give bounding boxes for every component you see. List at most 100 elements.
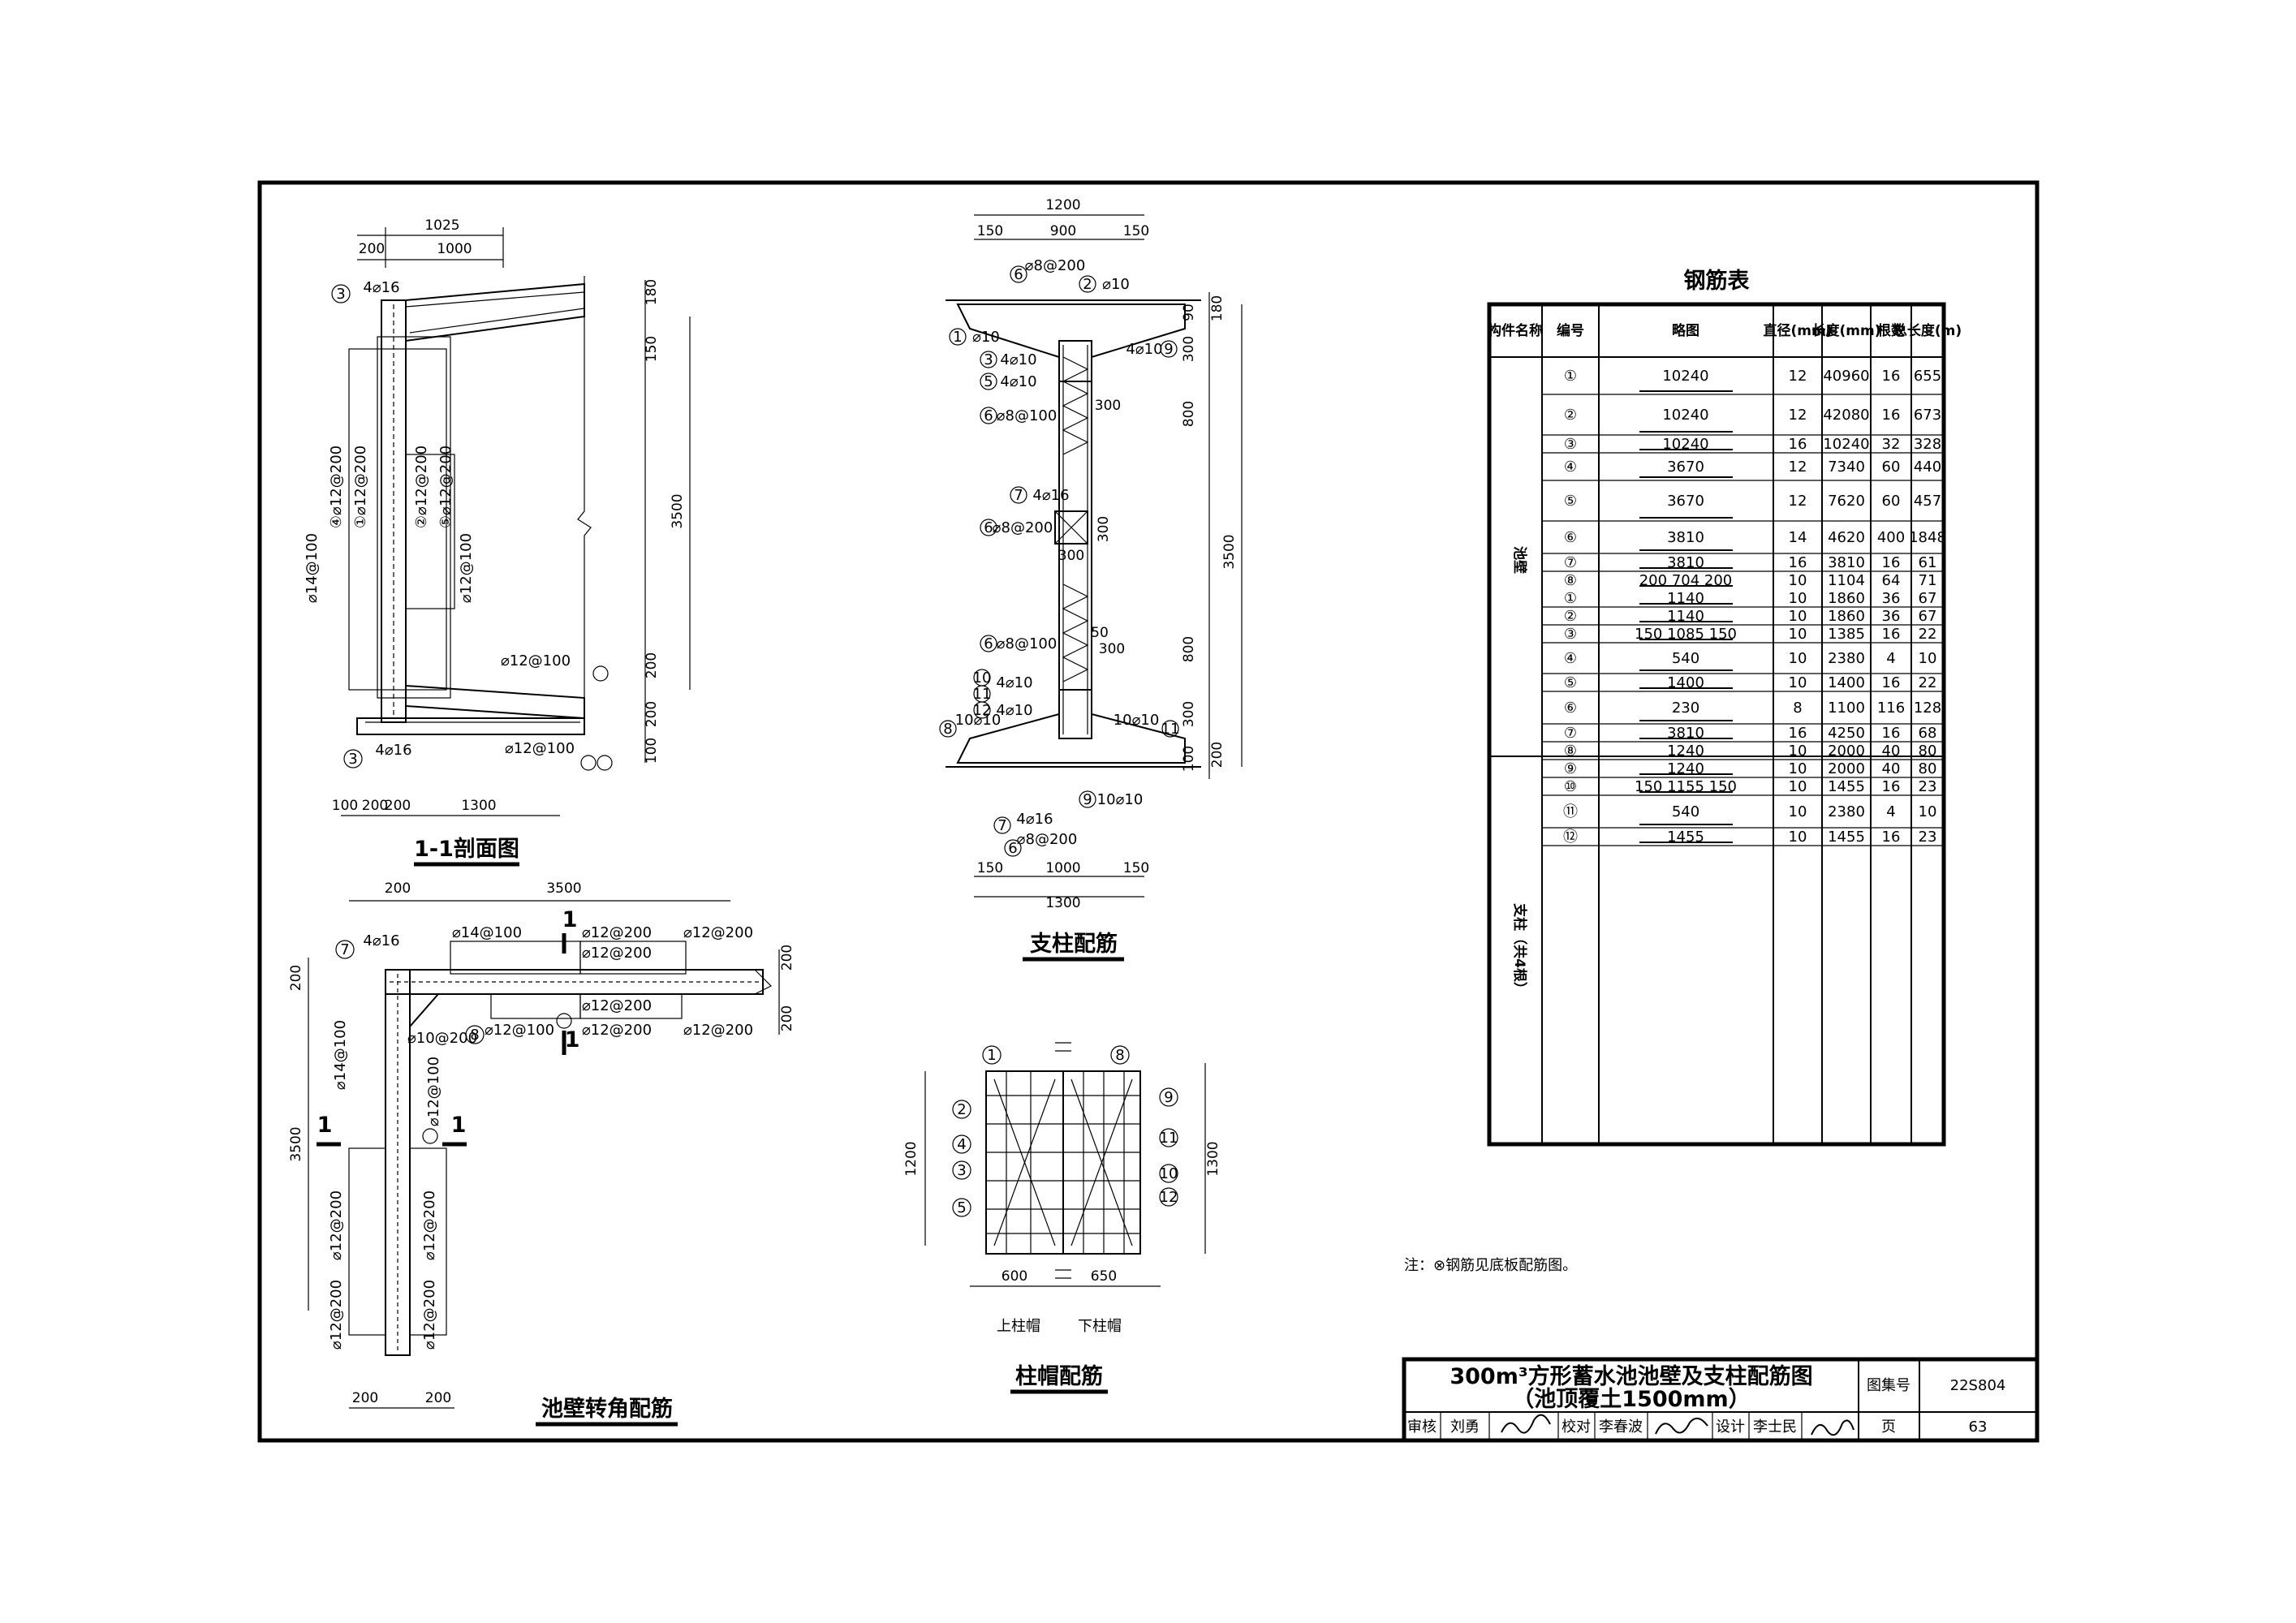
corner-label-14at100-v: ⌀14@100 [332,1020,349,1090]
label-4d16-top: 4⌀16 [363,279,399,296]
cell-sketch: 1240 [1667,760,1704,777]
cell-sketch: 150 1085 150 [1635,626,1737,643]
col-label-8at100-b: ⌀8@100 [997,635,1058,652]
check-label: 校对 [1562,1419,1591,1436]
cell-n: 36 [1882,590,1901,607]
corner-label-12at200-a: ⌀12@200 [582,924,652,941]
label-12at100: ⌀12@100 [458,533,475,603]
col-dim-1300: 1300 [1045,895,1080,911]
table-title: 钢筋表 [1684,268,1750,294]
cell-total: 71 [1919,572,1937,589]
cell-d: 10 [1789,650,1807,667]
label-12at100-b: ⌀12@100 [501,652,571,669]
section-mark-right: 1 [451,1113,467,1138]
cell-total: 23 [1919,829,1937,846]
cell-n: 32 [1882,436,1901,453]
col-label-8at100-a: ⌀8@100 [997,407,1058,424]
col-marker-9b: 9 [1083,791,1092,808]
col-dim-150a: 150 [977,223,1003,239]
cell-sketch: 10240 [1662,368,1708,385]
capital-title: 柱帽配筋 [1015,1363,1103,1389]
cell-total: 10 [1919,803,1937,820]
cell-sketch: 3810 [1667,554,1704,571]
col-dim-r300a: 300 [1181,336,1197,362]
col-label-4d10-e: 4⌀10 [996,702,1032,719]
corner-dim-3500: 3500 [546,880,581,897]
col-label-10d10-b: 10⌀10 [1114,712,1160,729]
cell-total: 22 [1919,626,1937,643]
section-view: 1025 200 1000 180 150 3500 200 200 100 1… [304,217,691,867]
col-marker-12: 12 [973,702,992,719]
col-dim-r3500: 3500 [1221,534,1238,569]
col-dim-r300b: 300 [1181,701,1197,727]
cell-total: 328 [1914,436,1941,453]
col-marker-10: 10 [973,669,992,687]
col-label-4d16-a: 4⌀16 [1032,487,1069,504]
cell-len: 40960 [1823,368,1869,385]
cell-no: ③ [1564,436,1577,453]
dim-100: 100 [644,738,660,764]
th-member: 构件名称 [1488,322,1543,339]
cell-sketch: 150 1155 150 [1635,778,1737,795]
corner-dim-right-200: 200 [779,945,795,971]
cell-d: 10 [1789,778,1807,795]
cell-d: 12 [1789,493,1807,510]
cell-n: 4 [1886,803,1895,820]
column-title: 支柱配筋 [1030,931,1118,957]
cell-d: 10 [1789,572,1807,589]
cell-n: 64 [1882,572,1901,589]
cell-sketch: 1400 [1667,674,1704,691]
cell-d: 8 [1793,700,1802,717]
design-label: 设计 [1716,1419,1745,1436]
cell-len: 3810 [1828,554,1865,571]
cell-no: ① [1564,590,1577,607]
col-marker-6d: 6 [984,635,993,652]
design-name: 李士民 [1753,1419,1797,1436]
col-marker-5: 5 [984,373,993,390]
cell-len: 1100 [1828,700,1865,717]
corner-dim-left-3500: 3500 [288,1126,304,1161]
cell-d: 12 [1789,407,1807,424]
check-name: 李春波 [1599,1419,1643,1436]
th-no: 编号 [1557,322,1584,339]
dim-150: 150 [644,336,660,362]
dim-180: 180 [644,279,660,305]
cell-len: 7620 [1828,493,1865,510]
rebar-table: 钢筋表 构件名称 编号 略图 直径(mm) 长度(mm) 根数 总长度(m) 池… [1487,268,1962,1147]
cell-no: ⑨ [1564,760,1577,777]
cell-total: 10 [1919,650,1937,667]
col-marker-2: 2 [1083,276,1092,293]
cap-marker-1: 1 [987,1047,996,1064]
label-2-12at200: ②⌀12@200 [413,446,430,528]
cell-len: 10240 [1823,436,1869,453]
dim-b200b: 200 [385,798,411,814]
drawing-note: 注：⊗钢筋见底板配筋图。 [1404,1257,1577,1274]
cell-n: 16 [1882,829,1901,846]
cell-total: 673 [1914,407,1941,424]
cell-n: 60 [1882,493,1901,510]
corner-dim-left-200: 200 [288,965,304,991]
section-title: 1-1剖面图 [414,836,519,862]
col-inner-300a: 300 [1095,398,1121,414]
col-marker-6b: 6 [984,407,993,424]
cell-d: 12 [1789,458,1807,476]
corner-label-10at200: ⌀10@200 [407,1030,477,1047]
col-label-4d10-b: 4⌀10 [1000,351,1036,368]
cell-len: 1455 [1828,829,1865,846]
cell-len: 4250 [1828,725,1865,742]
check-signature [1655,1417,1708,1435]
corner-label-v-b: ⌀12@200 [421,1190,438,1260]
cell-total: 67 [1919,608,1937,625]
cell-n: 40 [1882,743,1901,760]
label-12at100-c: ⌀12@100 [505,740,575,757]
cell-no: ⑥ [1564,700,1577,717]
cell-total: 1848 [1909,529,1946,546]
col-dim-1000: 1000 [1045,860,1080,876]
review-name: 刘勇 [1450,1419,1480,1436]
cell-n: 4 [1886,650,1895,667]
cell-n: 16 [1882,674,1901,691]
dim-200b: 200 [644,652,660,678]
corner-view: 200 3500 200 3500 200 200 200 200 1 1 1 … [288,880,795,1427]
col-inner-300d: 300 [1099,641,1125,657]
